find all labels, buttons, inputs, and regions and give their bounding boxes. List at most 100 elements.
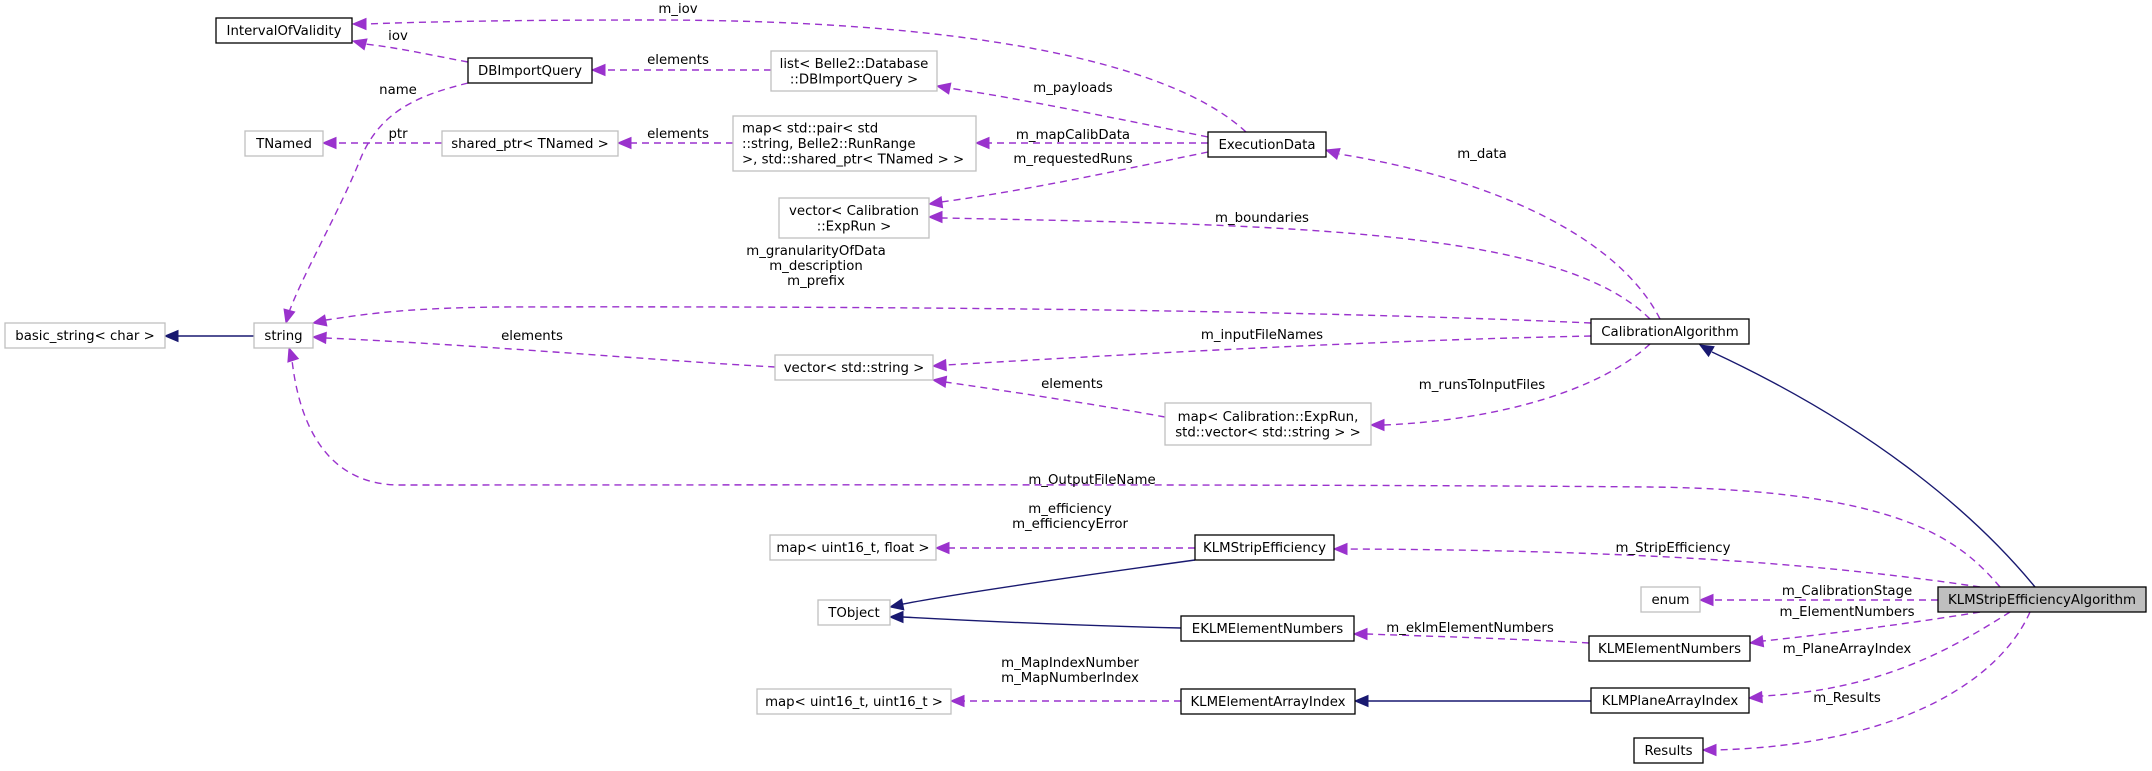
class-node-interval-of-validity[interactable]: IntervalOfValidity <box>215 17 353 44</box>
class-node-klmstrip-efficiency[interactable]: KLMStripEfficiency <box>1194 534 1335 561</box>
arrowhead-icon <box>931 358 947 372</box>
node-box <box>441 130 619 157</box>
node-label: KLMPlaneArrayIndex <box>1602 694 1739 709</box>
class-node-shared-ptr-tnamed[interactable]: shared_ptr< TNamed > <box>441 130 619 157</box>
arrowhead-icon <box>935 82 952 95</box>
edge-label: m_inputFileNames <box>1201 328 1323 343</box>
class-node-klmstrip-efficiency-algorithm[interactable]: KLMStripEfficiencyAlgorithm <box>1937 586 2147 613</box>
class-node-map-exp-run-vector-string[interactable]: map< Calibration::ExpRun, std::vector< s… <box>1164 402 1372 446</box>
edge-line <box>325 306 1592 324</box>
usage-edge-map-vec-elements <box>931 375 1166 418</box>
arrowhead-icon <box>163 329 179 343</box>
class-node-string[interactable]: string <box>253 322 314 349</box>
class-node-map-pair-string-runrange[interactable]: map< std::pair< std::string, Belle2::Run… <box>732 115 977 172</box>
usage-edge-ptr <box>321 136 442 150</box>
node-label: list< Belle2::Database <box>780 57 929 72</box>
usage-edge-m-outputfilename <box>287 346 2001 588</box>
node-label: ::DBImportQuery > <box>790 72 918 87</box>
usage-edge-m-efficiency <box>934 541 1195 555</box>
node-label: map< uint16_t, uint16_t > <box>765 695 943 710</box>
edge-label: m_prefix <box>787 274 845 289</box>
class-node-enum[interactable]: enum <box>1640 586 1701 613</box>
node-box <box>732 115 977 172</box>
edge-line <box>325 337 776 368</box>
class-node-map-uint16-float[interactable]: map< uint16_t, float > <box>769 534 937 561</box>
node-label: DBImportQuery <box>478 64 582 79</box>
edge-line <box>287 82 469 316</box>
node-box <box>1180 615 1355 642</box>
node-box <box>774 354 934 381</box>
node-box <box>1180 688 1356 715</box>
node-box <box>244 130 324 157</box>
node-box <box>769 534 937 561</box>
class-node-dbimport-query[interactable]: DBImportQuery <box>467 57 593 84</box>
edge-line <box>364 43 469 63</box>
usage-edge-m-requestedruns <box>927 151 1209 209</box>
arrowhead-icon <box>888 610 904 624</box>
class-node-calibration-algorithm[interactable]: CalibrationAlgorithm <box>1590 318 1750 345</box>
class-node-vector-exp-run[interactable]: vector< Calibration::ExpRun > <box>778 197 930 239</box>
class-node-tobject[interactable]: TObject <box>817 599 891 626</box>
edge-line <box>1762 611 1981 642</box>
edge-label: m_boundaries <box>1215 211 1309 226</box>
usage-edge-m-results <box>1701 611 2031 757</box>
class-node-basic-string-char[interactable]: basic_string< char > <box>4 322 166 349</box>
edge-line <box>1383 343 1651 426</box>
node-label: KLMStripEfficiencyAlgorithm <box>1948 593 2136 608</box>
edge-label: elements <box>647 53 709 68</box>
node-box <box>1937 586 2147 613</box>
class-node-klmplane-array-index[interactable]: KLMPlaneArrayIndex <box>1590 687 1750 714</box>
usage-edge-m-inputfilenames <box>931 335 1592 372</box>
arrowhead-icon <box>1698 593 1714 607</box>
edge-line <box>902 559 1196 605</box>
class-node-execution-data[interactable]: ExecutionData <box>1207 131 1327 158</box>
arrowhead-icon <box>1353 694 1369 708</box>
inheritance-edge-strip-tobject <box>888 559 1196 611</box>
edge-line <box>1711 351 2036 588</box>
node-box <box>253 322 314 349</box>
edge-label: name <box>379 83 417 98</box>
class-node-list-dbimport-query[interactable]: list< Belle2::Database::DBImportQuery > <box>770 50 938 92</box>
edge-line <box>945 335 1592 366</box>
edge-label: m_mapCalibData <box>1016 128 1130 143</box>
usage-edge-m-strings <box>311 306 1592 327</box>
usage-edge-vec-elements <box>311 331 776 368</box>
arrowhead-icon <box>311 314 328 327</box>
node-label: ::ExpRun > <box>817 219 892 234</box>
edge-label: iov <box>388 29 408 44</box>
node-label: vector< std::string > <box>784 361 925 376</box>
arrowhead-icon <box>321 136 337 150</box>
edge-label: m_efficiency <box>1028 502 1112 517</box>
edge-label: m_data <box>1457 147 1507 162</box>
class-node-tnamed[interactable]: TNamed <box>244 130 324 157</box>
arrowhead-icon <box>1332 542 1348 556</box>
edge-label: m_iov <box>658 2 697 17</box>
class-node-eklmelement-numbers[interactable]: EKLMElementNumbers <box>1180 615 1355 642</box>
usage-edge-m-calibrationstage <box>1698 593 1938 607</box>
class-node-results[interactable]: Results <box>1633 737 1704 764</box>
edge-label: elements <box>647 127 709 142</box>
arrowhead-icon <box>927 196 944 209</box>
arrowhead-icon <box>616 136 632 150</box>
class-node-vector-string[interactable]: vector< std::string > <box>774 354 934 381</box>
inheritance-edge-eklm-tobject <box>888 610 1182 629</box>
class-node-klmelement-array-index[interactable]: KLMElementArrayIndex <box>1180 688 1356 715</box>
node-label: map< uint16_t, float > <box>776 541 929 556</box>
arrowhead-icon <box>934 541 950 555</box>
usage-edge-m-iov <box>351 17 1247 133</box>
inheritance-edge-plane-base <box>1353 694 1591 708</box>
usage-edge-m-mapindex <box>949 694 1181 708</box>
edge-label: m_CalibrationStage <box>1782 584 1912 599</box>
node-label: enum <box>1652 593 1690 608</box>
node-box <box>817 599 891 626</box>
arrowhead-icon <box>1352 627 1368 641</box>
node-box <box>1633 737 1704 764</box>
usage-edge-m-stripefficiency <box>1332 542 1981 588</box>
arrowhead-icon <box>974 136 990 150</box>
arrowhead-icon <box>590 63 606 77</box>
class-node-map-uint16-uint16[interactable]: map< uint16_t, uint16_t > <box>756 688 952 715</box>
arrowhead-icon <box>888 598 905 611</box>
class-node-klmelement-numbers[interactable]: KLMElementNumbers <box>1588 635 1751 662</box>
